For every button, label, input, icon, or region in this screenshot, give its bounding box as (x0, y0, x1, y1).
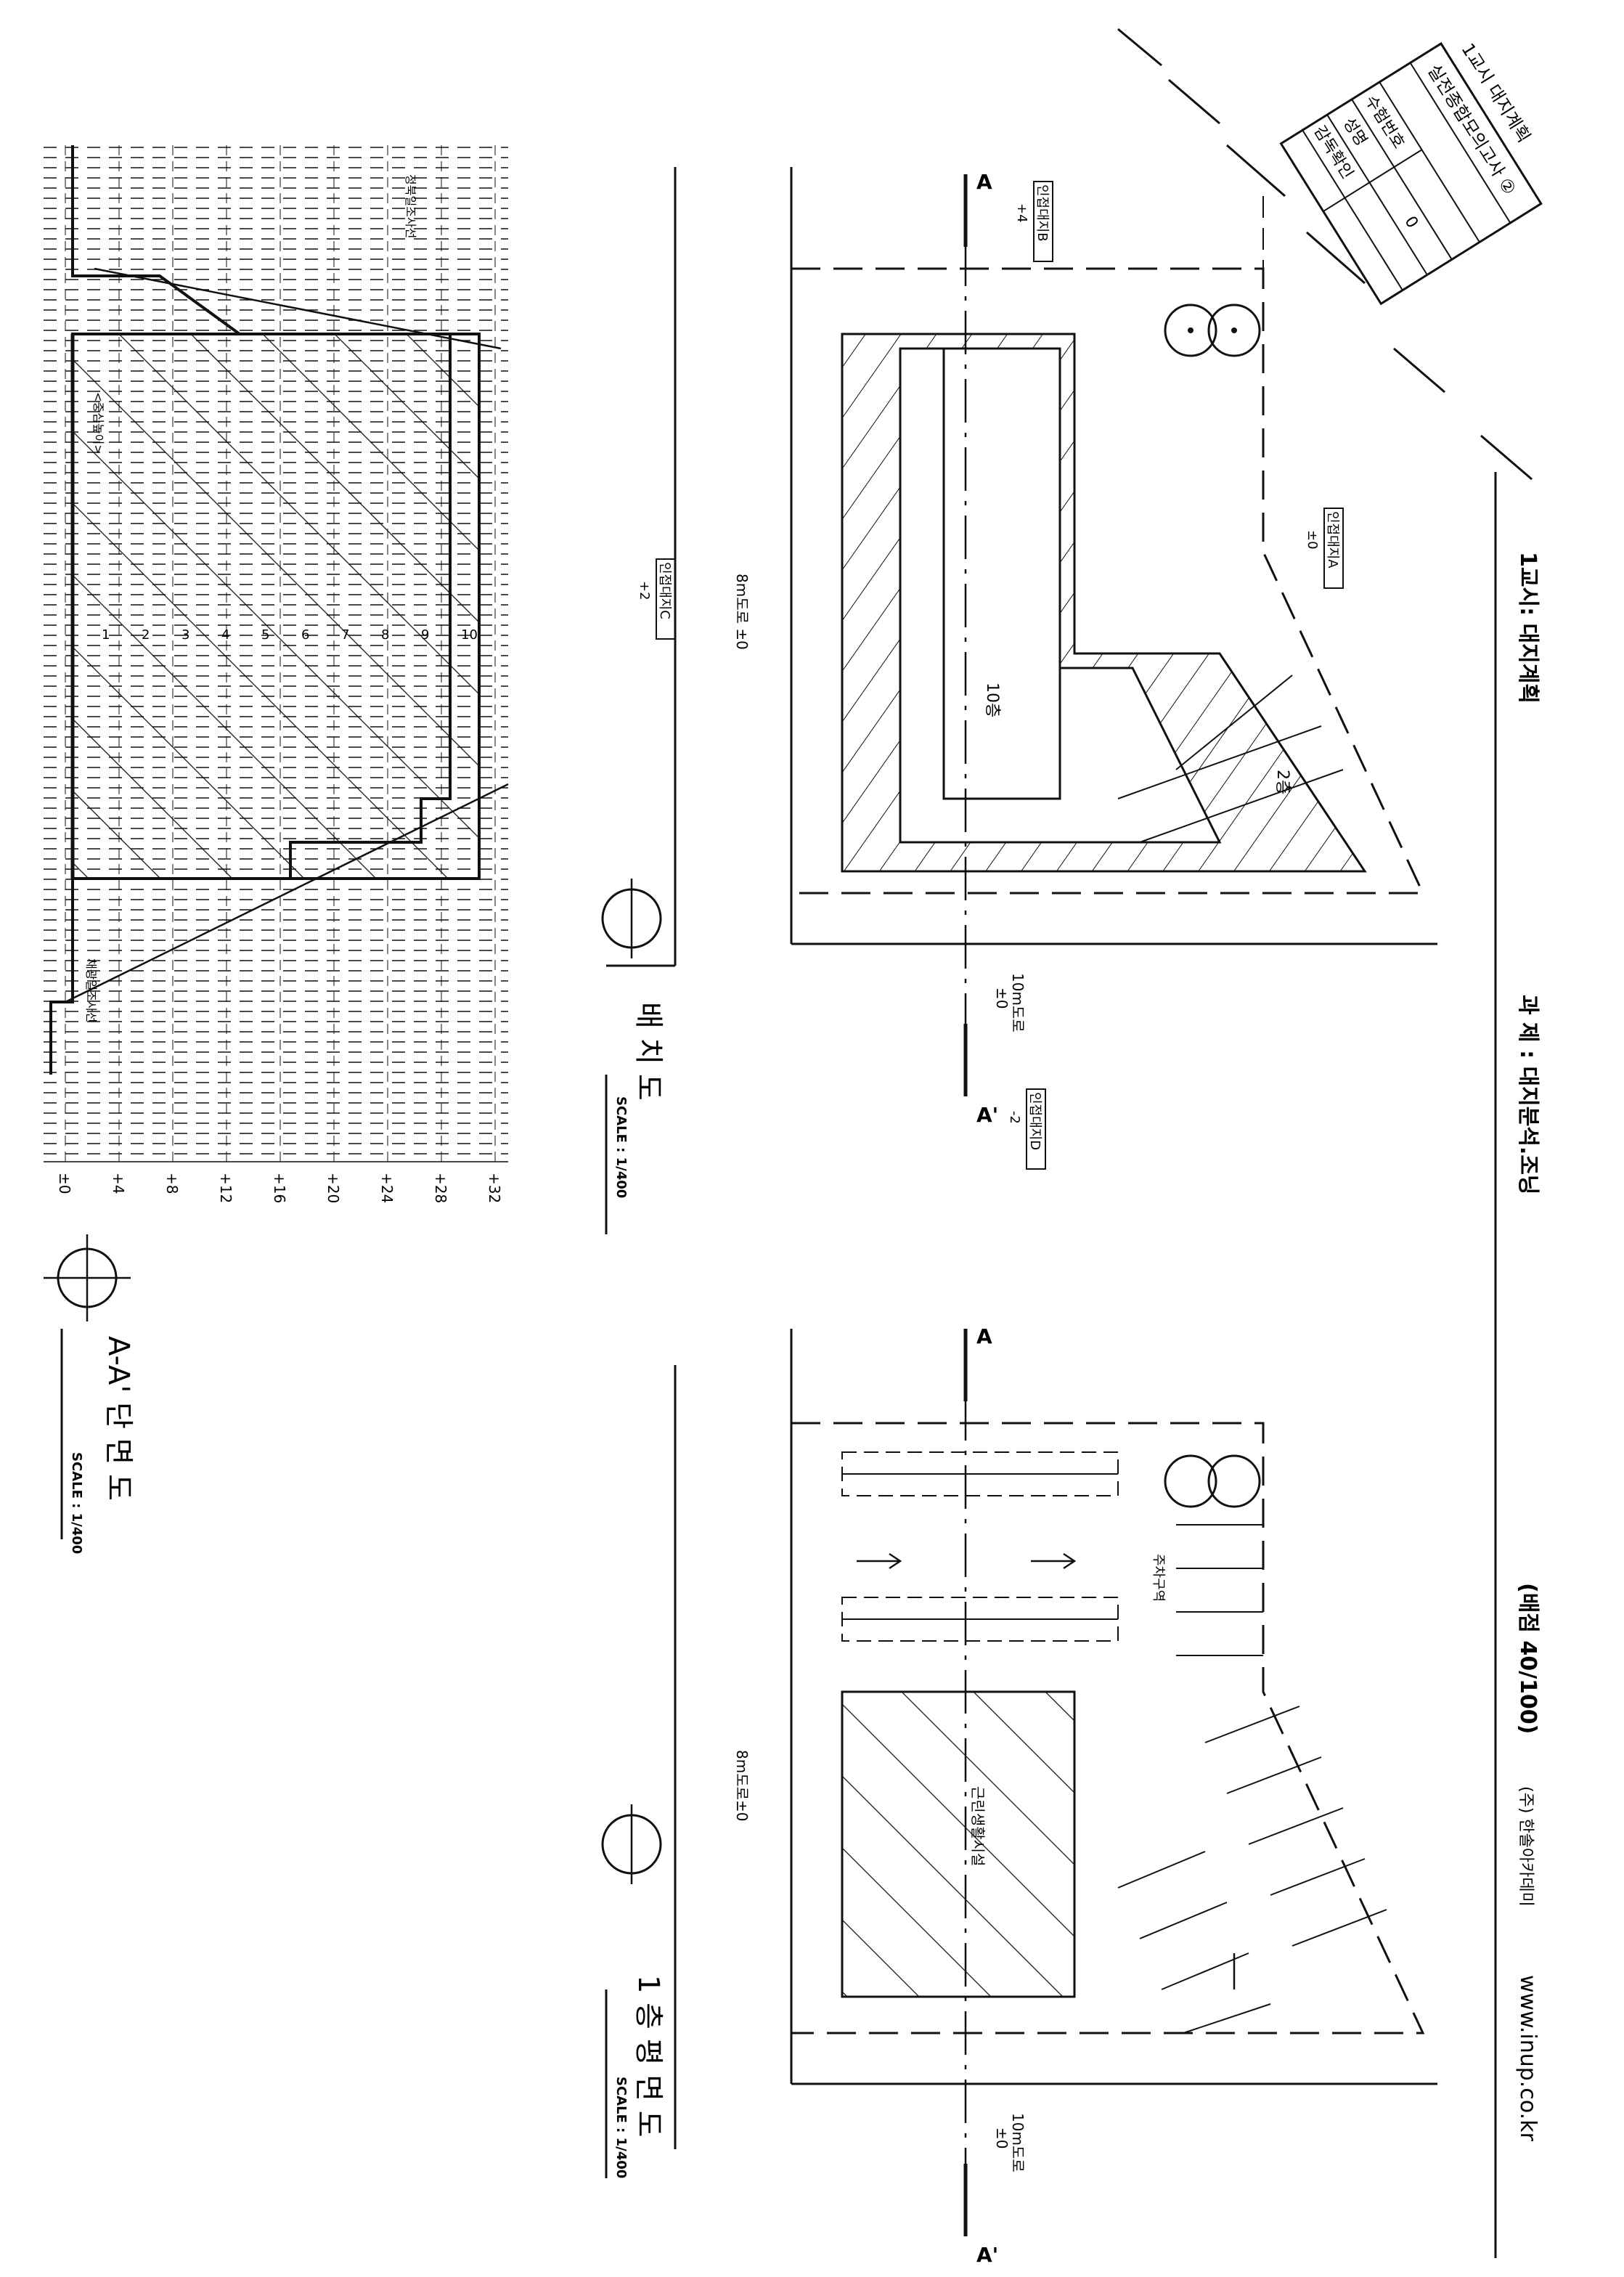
ground-profile (49, 145, 452, 1075)
floor-tree-2 (1207, 1454, 1261, 1508)
level-label: +24 (378, 1173, 396, 1203)
adj-d-label: 인접대지D (1027, 1092, 1042, 1150)
building-footprint (942, 347, 1061, 800)
title-strip: 1교시: 대지계획 과 제 : 대지분석.조닝 (배점 40/100) (주) … (1494, 472, 1541, 2258)
main-title: 1교시: 대지계획 (1515, 552, 1541, 704)
floor-label: 9 (421, 627, 429, 643)
road-10m-level: ±0 (993, 987, 1011, 1009)
section-scale: SCALE : 1/400 (69, 1452, 84, 1554)
section-note-bottom: 채광일조사선 (84, 958, 98, 1022)
floor-road-10m-level: ±0 (993, 2127, 1011, 2148)
floor-label: 2 (142, 627, 150, 643)
floor-building (841, 1690, 1076, 1998)
section-mark-a: A (976, 170, 992, 194)
level-label: +4 (110, 1173, 127, 1194)
subject-title: 과 제 : 대지분석.조닝 (1515, 995, 1541, 1195)
adj-d-level: -2 (1007, 1111, 1022, 1124)
building-label: 10층 (983, 683, 1001, 717)
level-label: +12 (217, 1173, 234, 1203)
site-plan-title: 배 치 도 (632, 1002, 665, 1101)
adj-b-level: +4 (1014, 203, 1029, 223)
section-title: A-A' 단 면 도 (102, 1336, 135, 1501)
level-label: +16 (271, 1173, 288, 1203)
publisher-text: (주) 한솔아카데미 (1517, 1786, 1535, 1907)
tree-1 (1164, 304, 1217, 357)
score-text: (배점 40/100) (1515, 1583, 1541, 1734)
site-boundary (791, 267, 1425, 895)
floor-section-a2: A' (976, 2243, 998, 2267)
floor-label: 7 (341, 627, 349, 643)
level-label: ±0 (56, 1173, 73, 1194)
site-plan-scale: SCALE : 1/400 (613, 1096, 629, 1198)
floor-label: 8 (381, 627, 389, 643)
floor-site-boundary (791, 1422, 1425, 2034)
site-plan: 10층 2층 A A' 인접대지B +4 인접대지A ±0 (601, 167, 1437, 1234)
parking-row-1 (841, 1451, 1119, 1642)
floor-section-a: A (976, 1324, 992, 1348)
tree-2 (1207, 304, 1261, 357)
floor-note-building: 근린생활시설 (969, 1786, 987, 1866)
section-building (71, 333, 481, 880)
level-label: +32 (486, 1173, 503, 1203)
rubric-frame-lines (1117, 28, 1533, 481)
floor-label: 6 (301, 627, 309, 643)
floor-road-8m: 8m도로±0 (733, 1750, 751, 1822)
floor-label: 4 (221, 627, 229, 643)
adj-a-level: ±0 (1305, 530, 1320, 550)
adj-b-label: 인접대지B (1035, 184, 1050, 242)
floor-note-parking: 주차구역 (1151, 1554, 1166, 1602)
floor-plan: 근린생활시설 주차구역 A A' 8m도로±0 10m도로 ±0 (601, 1324, 1437, 2267)
zone-note: 2층 (1273, 770, 1292, 794)
floor-label: 1 (102, 627, 110, 643)
road-10m-label: 10m도로 (1009, 973, 1027, 1032)
floor-label: 3 (181, 627, 189, 643)
level-label: +20 (325, 1173, 342, 1203)
section-mark-a2: A' (976, 1103, 998, 1127)
floor-plan-scale: SCALE : 1/400 (613, 2077, 629, 2178)
section-note-mid: <중심높이> (91, 392, 105, 455)
level-label: +28 (432, 1173, 449, 1203)
adj-c-label: 인접대지C (657, 562, 672, 619)
level-label: +8 (163, 1173, 181, 1194)
adj-c-level: +2 (637, 581, 652, 600)
section-note-top: 정북일조사선 (404, 174, 417, 238)
adj-a-label: 인접대지A (1325, 511, 1340, 569)
section-drawing: ±0 +4 +8 +12 +16 +20 +24 +28 +32 1 2 3 4 5 6 7 8 9 10 채광일… (44, 145, 509, 1554)
floor-tree-1 (1164, 1454, 1217, 1508)
road-8m-label: 8m도로 ±0 (733, 574, 751, 650)
floor-label: 5 (261, 627, 269, 643)
floor-road-10m: 10m도로 (1009, 2113, 1027, 2172)
traffic-arrows (857, 1552, 1236, 1989)
floor-plan-title: 1 층 평 면 도 (632, 1975, 665, 2138)
url-text: www.inup.co.kr (1515, 1975, 1541, 2142)
floor-label: 10 (461, 627, 478, 643)
